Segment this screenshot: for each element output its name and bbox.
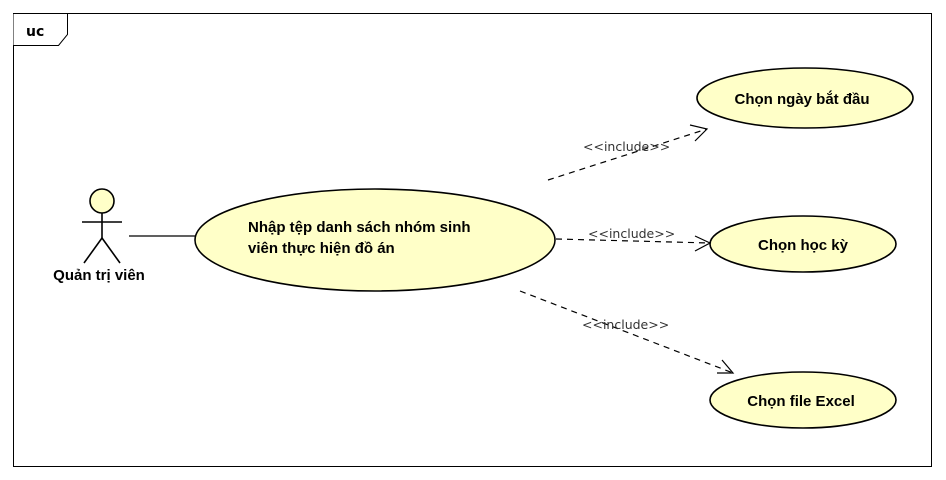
- include-stereotype-top: <<include>>: [583, 139, 670, 154]
- actor-name: Quản trị viên: [53, 267, 145, 284]
- use-case-label-line2: viên thực hiện đồ án: [248, 240, 395, 257]
- dashed-line: [555, 238, 711, 244]
- use-case-choose-excel-file[interactable]: Chọn file Excel: [709, 371, 897, 429]
- open-arrowhead: [689, 124, 709, 142]
- use-case-choose-semester[interactable]: Chọn học kỳ: [709, 215, 897, 273]
- frame-label: uc: [26, 24, 44, 40]
- frame-label-tab: [13, 13, 68, 46]
- use-case-label: Chọn file Excel: [747, 393, 855, 410]
- actor-head: [89, 188, 115, 214]
- open-arrowhead: [717, 359, 735, 374]
- use-case-import-student-group-list[interactable]: Nhập tệp danh sách nhóm sinh viên thực h…: [194, 188, 556, 292]
- actor-left-leg: [83, 237, 103, 264]
- use-case-ellipse: [709, 371, 897, 429]
- include-relation-excel[interactable]: [519, 290, 735, 374]
- actor-quan-tri-vien[interactable]: [82, 188, 122, 264]
- include-stereotype-middle: <<include>>: [588, 226, 675, 241]
- open-arrowhead: [694, 235, 712, 252]
- use-case-label: Chọn học kỳ: [758, 237, 849, 254]
- include-relation-semester[interactable]: [555, 235, 712, 252]
- use-case-label: Chọn ngày bắt đầu: [735, 90, 870, 108]
- actor-right-leg: [101, 237, 121, 264]
- use-case-ellipse: [696, 67, 914, 129]
- include-relation-start-date[interactable]: [547, 124, 709, 181]
- dashed-line: [547, 128, 708, 181]
- use-case-ellipse: [709, 215, 897, 273]
- dashed-line: [519, 290, 734, 374]
- use-case-ellipse: [194, 188, 556, 292]
- include-stereotype-bottom: <<include>>: [582, 317, 669, 332]
- use-case-label-line1: Nhập tệp danh sách nhóm sinh: [248, 219, 471, 236]
- use-case-choose-start-date[interactable]: Chọn ngày bắt đầu: [696, 67, 914, 129]
